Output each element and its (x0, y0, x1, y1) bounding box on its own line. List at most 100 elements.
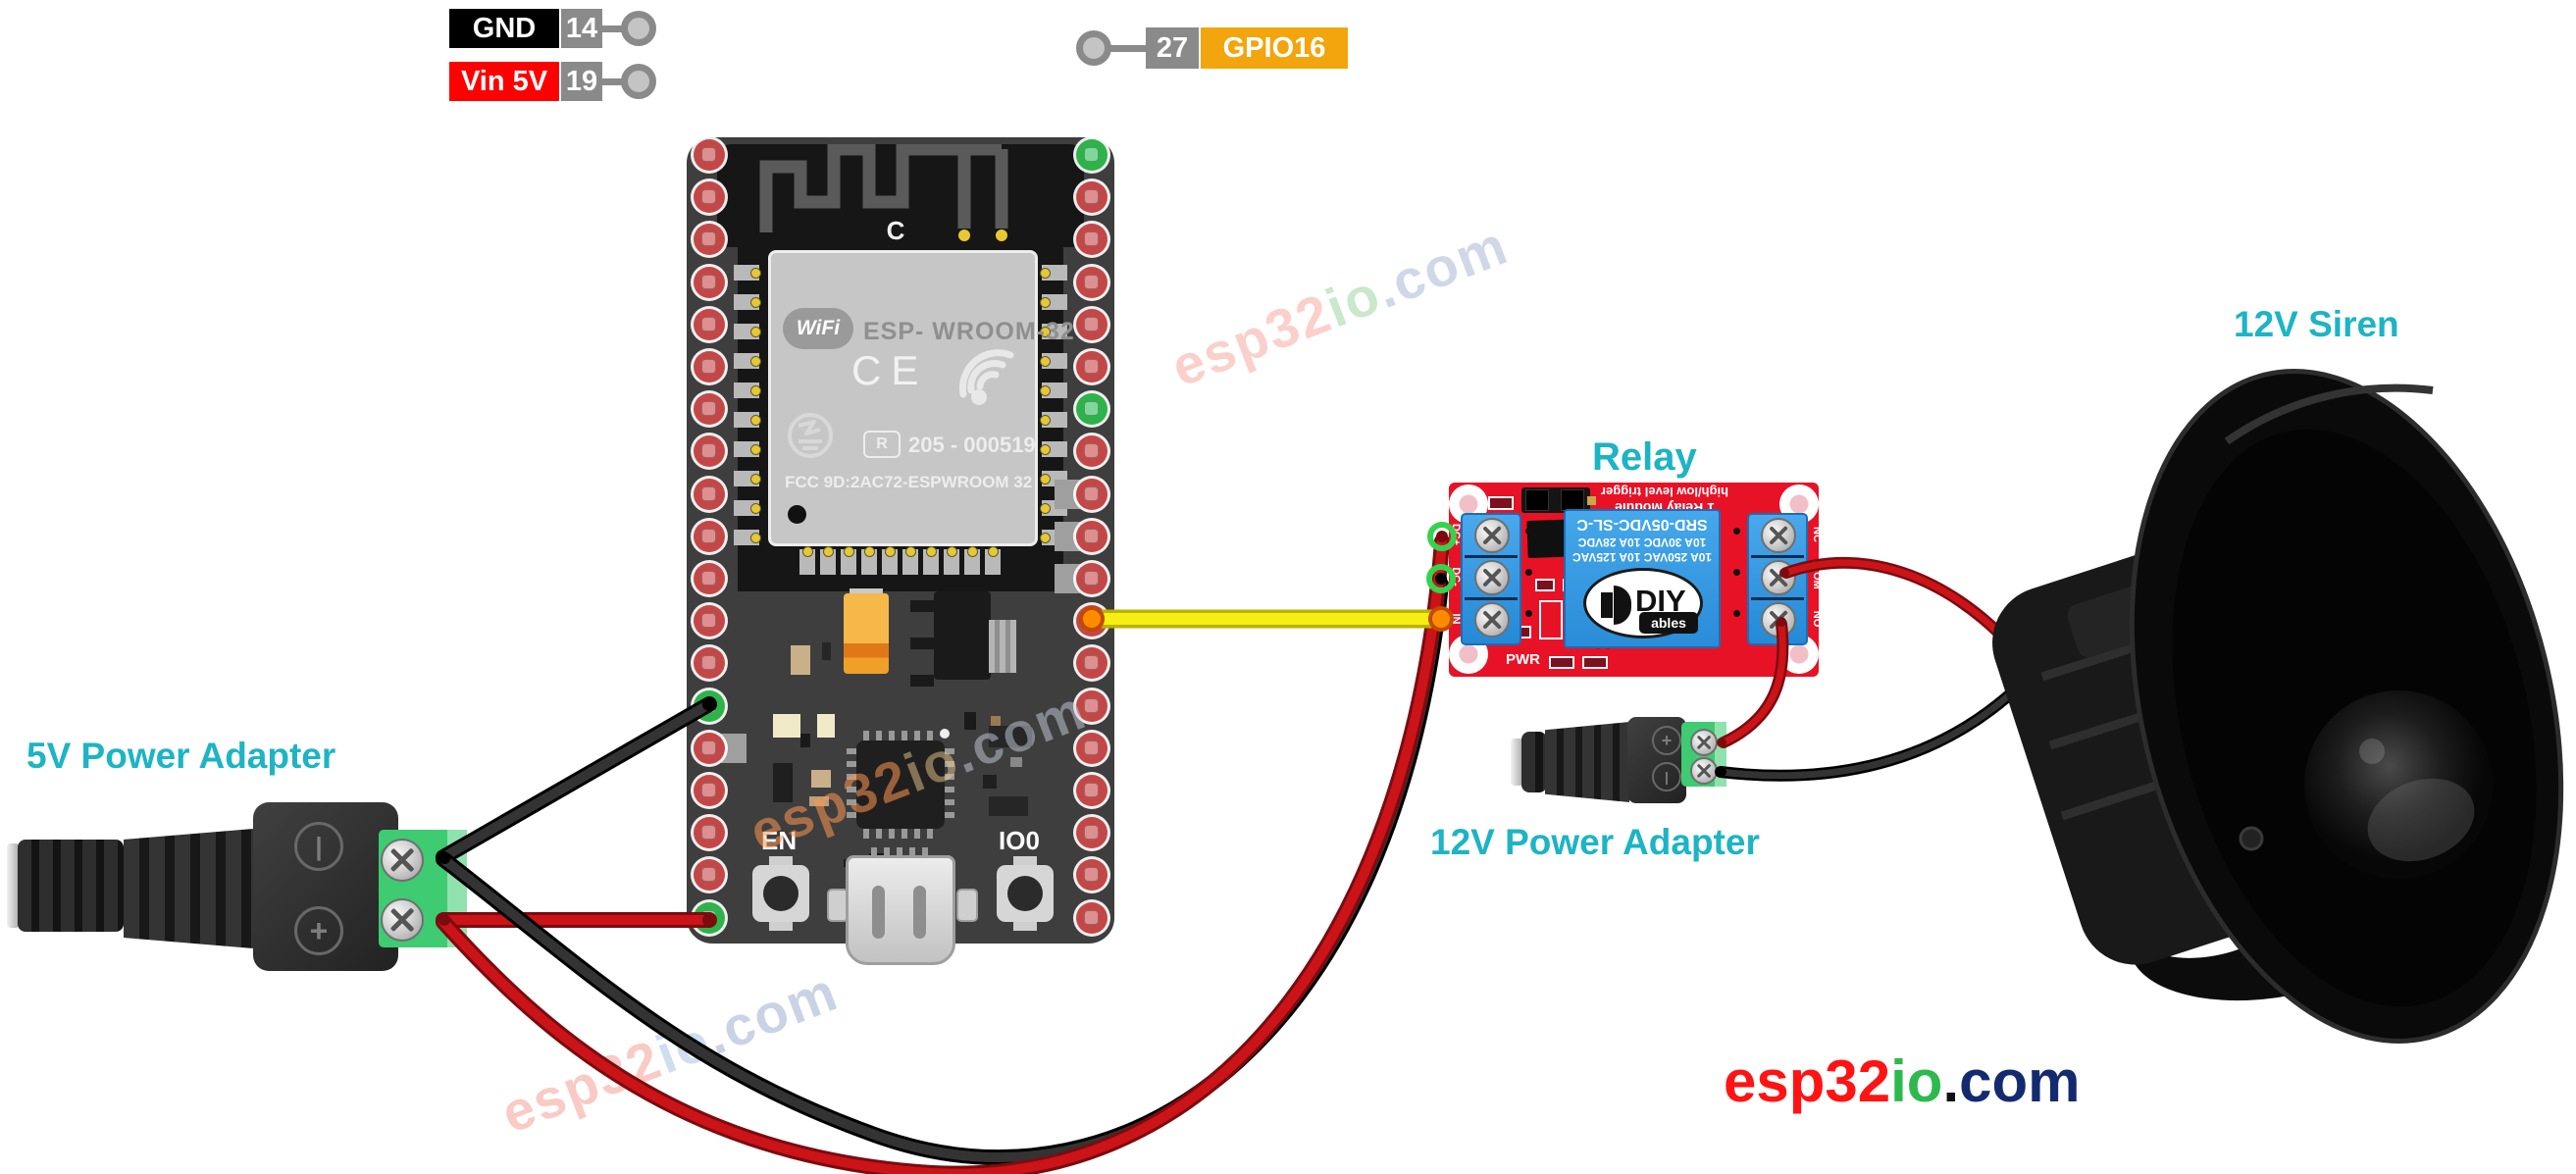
smd-part (983, 775, 997, 789)
board-pin-right-1[interactable] (1076, 139, 1108, 171)
en-button[interactable] (752, 856, 809, 931)
silk-dot (940, 729, 950, 739)
board-pin-left-7[interactable] (694, 393, 725, 426)
smd-part (1010, 757, 1022, 767)
board-pin-right-16[interactable] (1076, 775, 1108, 806)
resistor (809, 796, 829, 806)
board-pin-left-5[interactable] (694, 308, 725, 340)
board-pin-left-9[interactable] (694, 478, 725, 510)
terminal-screw[interactable] (1474, 560, 1510, 595)
board-pin-left-1[interactable] (694, 139, 725, 171)
terminal-screw[interactable] (381, 839, 424, 882)
vin-label: Vin 5V (449, 62, 559, 101)
board-pin-right-17[interactable] (1076, 817, 1108, 849)
antenna-trace-icon (759, 144, 1008, 232)
board-pin-right-10[interactable] (1076, 520, 1108, 552)
terminal-screw[interactable] (381, 898, 424, 942)
gpio-pin-number: 27 (1146, 27, 1199, 69)
minus-symbol: | (294, 822, 343, 871)
board-pin-right-2[interactable] (1076, 181, 1108, 214)
terminal-screw[interactable] (1761, 518, 1796, 553)
terminal-screw[interactable] (1474, 602, 1510, 638)
smd-part (910, 600, 934, 612)
smd-part (1582, 656, 1608, 669)
board-pin-left-16[interactable] (694, 775, 725, 806)
esp-wroom32-shield: WiFi ESP- WROOM-32 CE R 205 - 000519 FCC… (768, 250, 1074, 546)
resistor (811, 770, 831, 788)
board-pin-left-11[interactable] (694, 563, 725, 594)
board-pin-left-17[interactable] (694, 817, 725, 849)
vin-pin-number: 19 (561, 62, 602, 101)
plus-symbol: + (294, 906, 343, 955)
smd-part (964, 712, 976, 730)
siren-screw (2239, 826, 2264, 851)
led (817, 714, 835, 738)
board-pin-left-12[interactable] (694, 605, 725, 638)
dc-jack-tip (7, 843, 20, 928)
board-pin-left-15[interactable] (694, 732, 725, 764)
pin-marker-icon (621, 64, 656, 99)
board-pin-right-9[interactable] (1076, 478, 1108, 510)
board-pin-right-6[interactable] (1076, 351, 1108, 383)
usb-shield-ear (956, 889, 978, 922)
pin-plate (721, 734, 747, 763)
board-pin-right-19[interactable] (1076, 901, 1108, 934)
gpio16-label: GPIO16 (1201, 27, 1348, 69)
board-pin-left-8[interactable] (694, 435, 725, 468)
terminal-screw[interactable] (1690, 729, 1718, 756)
chip-pins (945, 748, 954, 821)
io0-button[interactable] (997, 856, 1054, 931)
board-pin-right-8[interactable] (1076, 435, 1108, 468)
smd-resistor (1488, 496, 1514, 510)
board-pin-right-7[interactable] (1076, 393, 1108, 426)
pin-plate (1055, 480, 1080, 509)
chip-pins (847, 748, 856, 821)
ce-mark: CE (851, 347, 929, 393)
resistor (791, 645, 810, 675)
board-pin-right-3[interactable] (1076, 224, 1108, 256)
dc-jack-barrel (1521, 732, 1547, 792)
board-pin-left-6[interactable] (694, 351, 725, 383)
pin-plate (1055, 522, 1080, 551)
antenna-feed-dot (958, 230, 970, 241)
board-pin-right-5[interactable] (1076, 308, 1108, 340)
smd-part (989, 796, 1028, 816)
speaker-icon (1614, 586, 1631, 625)
board-pin-left-10[interactable] (694, 520, 725, 552)
board-pin-right-4[interactable] (1076, 266, 1108, 298)
smd-part (910, 675, 934, 687)
smd-part (800, 734, 810, 747)
siren (1992, 369, 2564, 1044)
dc-jack-strain-relief (124, 829, 253, 948)
antenna-label: C (886, 216, 905, 245)
board-pin-left-3[interactable] (694, 224, 725, 256)
esp32io-logo: esp32io.com (1724, 1048, 2081, 1114)
board-pin-right-13[interactable] (1076, 647, 1108, 680)
led (773, 714, 800, 738)
diyables-logo: DIY ables (1583, 568, 1703, 638)
board-pin-left-4[interactable] (694, 266, 725, 298)
smd-outline (1539, 600, 1563, 639)
voltage-regulator (934, 591, 991, 680)
board-pin-right-14[interactable] (1076, 689, 1108, 722)
pin-plate (1055, 564, 1080, 593)
smd-part (991, 716, 1001, 730)
micro-usb-port[interactable] (846, 855, 955, 965)
relay-module: high/low level trigger 1 Relay Module LE… (1449, 483, 1823, 677)
espressif-logo-icon (958, 349, 1014, 405)
dc-jack-tip (1511, 739, 1523, 786)
regulator-tab (989, 620, 1016, 673)
speaker-icon (1601, 592, 1613, 618)
minus-symbol: | (1652, 762, 1681, 791)
terminal-screw[interactable] (1474, 518, 1510, 553)
board-pin-left-13[interactable] (694, 647, 725, 680)
board-pin-right-15[interactable] (1076, 732, 1108, 764)
board-pin-right-11[interactable] (1076, 563, 1108, 594)
trigger-jumper[interactable] (1521, 487, 1596, 513)
board-pin-right-18[interactable] (1076, 859, 1108, 892)
board-pin-left-18[interactable] (694, 859, 725, 892)
dc-jack-barrel (18, 840, 124, 932)
board-pin-left-2[interactable] (694, 181, 725, 214)
